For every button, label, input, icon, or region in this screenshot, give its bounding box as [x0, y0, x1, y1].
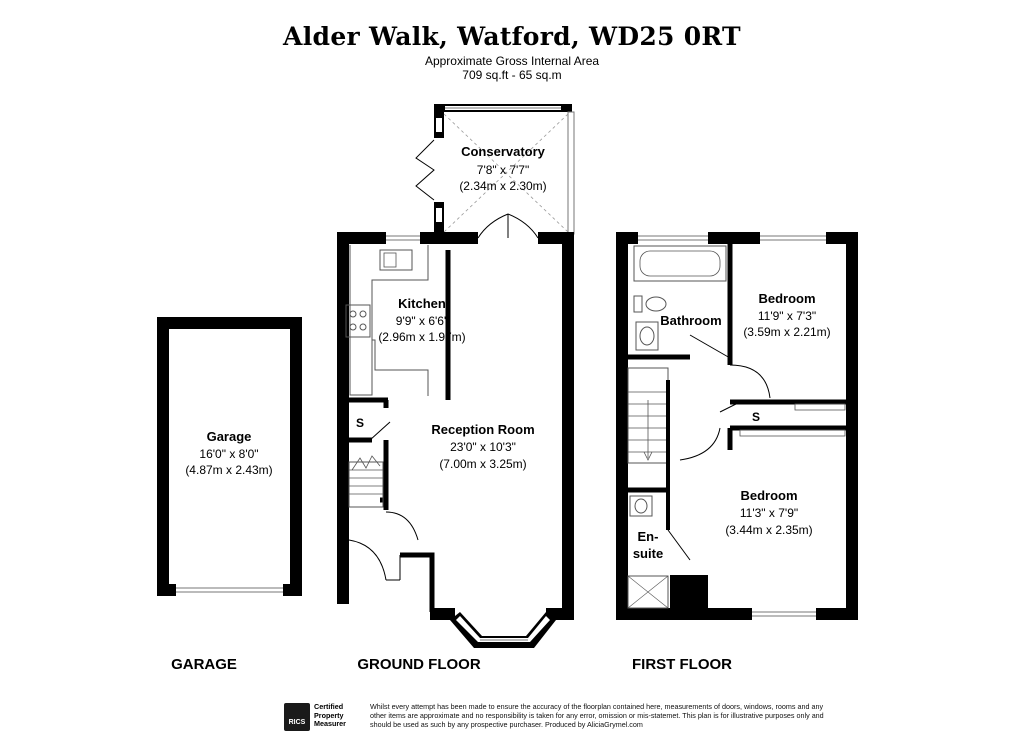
ensuite-label-1: En-: [638, 529, 659, 544]
badge-line-1: Certified: [314, 702, 344, 711]
garage-imperial: 16'0" x 8'0": [199, 447, 258, 461]
disclaimer-text: Whilst every attempt has been made to en…: [370, 702, 824, 730]
bedroom1-name: Bedroom: [758, 291, 815, 306]
area-value: 709 sq.ft - 65 sq.m: [462, 68, 562, 82]
conservatory-metric: (2.34m x 2.30m): [459, 179, 546, 193]
plan-title: Alder Walk, Watford, WD25 0RT: [283, 22, 741, 51]
stairs-ground: [348, 455, 384, 508]
storage-ground-label: S: [356, 416, 364, 430]
floor-label-first: FIRST FLOOR: [632, 656, 732, 673]
bay-window: [450, 612, 556, 648]
ground-floor-plan: [337, 104, 575, 648]
bathroom-name: Bathroom: [660, 313, 721, 328]
first-floor-plan: [616, 232, 858, 620]
floor-label-ground: GROUND FLOOR: [357, 656, 480, 673]
rics-badge-text: Certified Property Measurer: [314, 702, 362, 729]
ensuite-label-2: suite: [633, 546, 663, 561]
garage-plan: [157, 317, 302, 596]
bedroom1-metric: (3.59m x 2.21m): [743, 325, 830, 339]
kitchen-name: Kitchen: [398, 296, 446, 311]
storage-first-label: S: [752, 410, 760, 424]
reception-name: Reception Room: [431, 422, 534, 437]
bedroom2-name: Bedroom: [740, 488, 797, 503]
rics-logo-icon: RICS: [284, 703, 310, 731]
stairs-first: [627, 367, 669, 464]
kitchen-metric: (2.96m x 1.97m): [378, 330, 465, 344]
floor-label-garage: GARAGE: [171, 656, 237, 673]
kitchen-imperial: 9'9" x 6'6": [396, 314, 448, 328]
garage-metric: (4.87m x 2.43m): [185, 463, 272, 477]
conservatory-glazing: [415, 104, 575, 236]
bedroom1-imperial: 11'9" x 7'3": [758, 309, 816, 323]
conservatory-name: Conservatory: [461, 144, 546, 159]
badge-line-3: Measurer: [314, 719, 346, 729]
bedroom2-metric: (3.44m x 2.35m): [725, 523, 812, 537]
area-label: Approximate Gross Internal Area: [424, 54, 600, 68]
reception-metric: (7.00m x 3.25m): [439, 457, 526, 471]
bedroom2-imperial: 11'3" x 7'9": [740, 506, 798, 520]
conservatory-imperial: 7'8" x 7'7": [477, 163, 529, 177]
badge-line-2: Property: [314, 710, 344, 720]
reception-imperial: 23'0" x 10'3": [450, 440, 516, 454]
rics-badge: RICS Certified Property Measurer: [284, 702, 362, 731]
garage-name: Garage: [207, 429, 252, 444]
